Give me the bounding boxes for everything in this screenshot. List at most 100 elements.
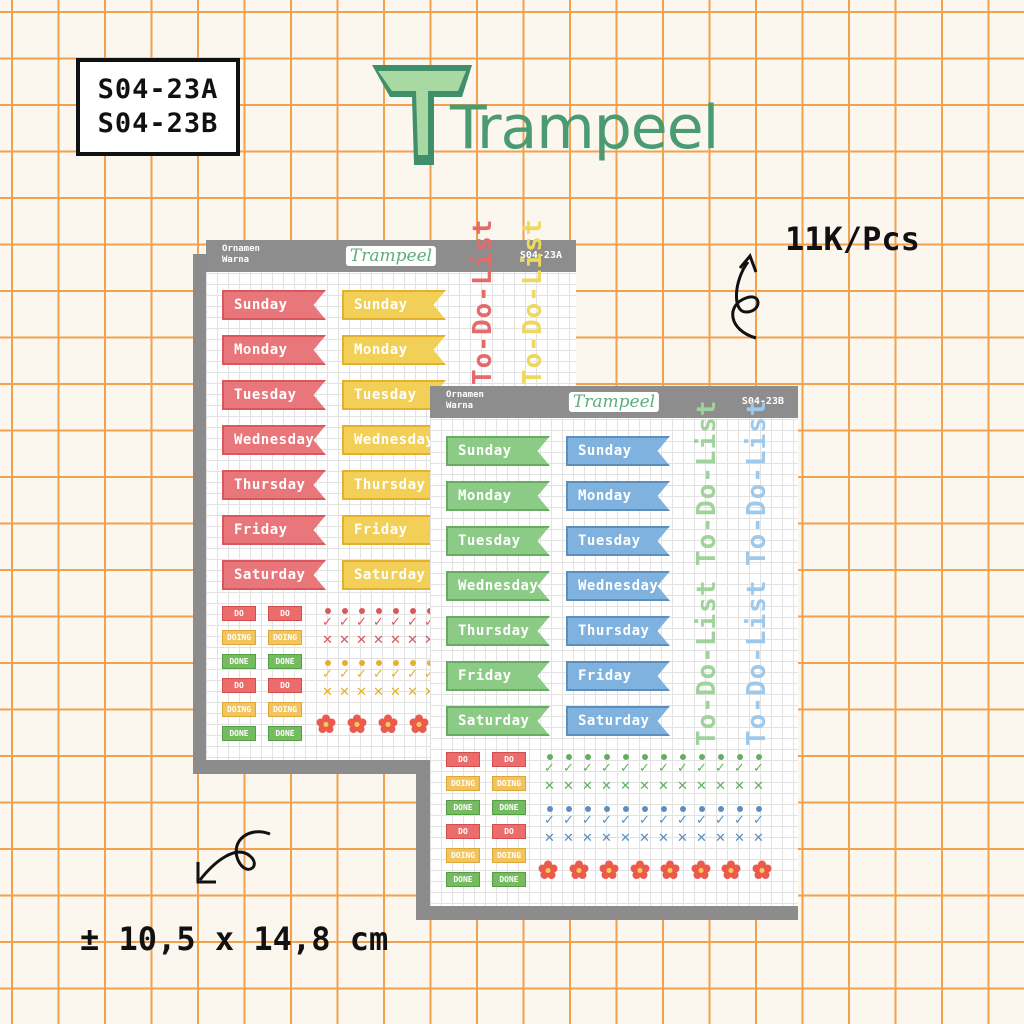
dot-sticker: [359, 660, 365, 666]
dot-sticker: [376, 660, 382, 666]
status-tag: DONE: [222, 654, 256, 669]
dot-sticker: [566, 754, 572, 760]
day-sticker: Friday: [342, 515, 446, 545]
sheet-header: Ornamen Warna Trampeel S04-23B: [430, 386, 798, 418]
check-mark-icon: ✓: [322, 667, 333, 682]
flower-icon: [599, 860, 619, 880]
x-mark-icon: ✕: [582, 831, 593, 846]
status-tag: DO: [446, 824, 480, 839]
check-mark-icon: ✓: [753, 761, 764, 776]
dot-sticker: [393, 608, 399, 614]
status-tag: DONE: [222, 726, 256, 741]
x-mark-icon: ✕: [696, 779, 707, 794]
x-mark-icon: ✕: [407, 685, 418, 700]
day-sticker: Thursday: [222, 470, 326, 500]
day-sticker: Monday: [222, 335, 326, 365]
x-mark-icon: ✕: [339, 685, 350, 700]
check-mark-icon: ✓: [582, 813, 593, 828]
dot-sticker: [410, 608, 416, 614]
check-mark-icon: ✓: [373, 615, 384, 630]
dot-sticker: [325, 608, 331, 614]
sheet-title: Ornamen Warna: [222, 244, 260, 265]
check-mark-icon: ✓: [639, 761, 650, 776]
check-mark-icon: ✓: [407, 667, 418, 682]
x-mark-icon: ✕: [620, 779, 631, 794]
flower-icon: [316, 714, 336, 734]
dot-sticker: [325, 660, 331, 666]
dot-sticker: [737, 806, 743, 812]
dot-sticker: [756, 754, 762, 760]
status-tag: DOING: [222, 702, 256, 717]
dot-sticker: [604, 806, 610, 812]
x-mark-icon: ✕: [339, 633, 350, 648]
status-tag: DONE: [446, 872, 480, 887]
day-sticker: Sunday: [342, 290, 446, 320]
day-sticker: Tuesday: [222, 380, 326, 410]
flower-icon: [569, 860, 589, 880]
todo-list-label: To-Do-List: [518, 218, 548, 385]
day-sticker: Tuesday: [446, 526, 550, 556]
dot-sticker: [342, 608, 348, 614]
status-tag: DO: [268, 678, 302, 693]
check-mark-icon: ✓: [390, 615, 401, 630]
dot-sticker: [680, 754, 686, 760]
check-mark-icon: ✓: [563, 761, 574, 776]
x-mark-icon: ✕: [658, 779, 669, 794]
dot-sticker: [699, 806, 705, 812]
check-mark-icon: ✓: [582, 761, 593, 776]
x-mark-icon: ✕: [620, 831, 631, 846]
sheet-code: S04-23B: [741, 396, 784, 407]
check-mark-icon: ✓: [715, 813, 726, 828]
dot-sticker: [680, 806, 686, 812]
dot-sticker: [737, 754, 743, 760]
check-mark-icon: ✓: [424, 616, 435, 629]
day-sticker: Friday: [566, 661, 670, 691]
dot-sticker: [661, 754, 667, 760]
check-mark-icon: ✓: [544, 761, 555, 776]
price-label: 11K/Pcs: [785, 220, 920, 258]
check-mark-icon: ✓: [373, 667, 384, 682]
x-mark-icon: ✕: [677, 831, 688, 846]
curly-arrow-icon: [731, 253, 760, 340]
day-sticker: Saturday: [446, 706, 550, 736]
dot-sticker: [393, 660, 399, 666]
check-mark-icon: ✓: [339, 615, 350, 630]
x-mark-icon: ✕: [390, 633, 401, 648]
x-mark-icon: ✕: [734, 779, 745, 794]
flower-icon: [378, 714, 398, 734]
day-sticker: Thursday: [566, 616, 670, 646]
x-mark-icon: ✕: [696, 831, 707, 846]
check-mark-icon: ✓: [734, 813, 745, 828]
day-sticker: Sunday: [446, 436, 550, 466]
day-sticker: Wednesday: [446, 571, 550, 601]
check-mark-icon: ✓: [322, 615, 333, 630]
check-mark-icon: ✓: [677, 761, 688, 776]
flower-icon: [538, 860, 558, 880]
todo-list-label: To-Do-List: [692, 399, 722, 566]
dot-sticker: [342, 660, 348, 666]
day-sticker: Tuesday: [342, 380, 446, 410]
status-tag: DOING: [492, 776, 526, 791]
x-mark-icon: ✕: [373, 685, 384, 700]
day-sticker: Friday: [446, 661, 550, 691]
day-sticker: Thursday: [342, 470, 446, 500]
x-mark-icon: ✕: [390, 685, 401, 700]
x-mark-icon: ✕: [715, 831, 726, 846]
status-tag: DO: [222, 606, 256, 621]
x-mark-icon: ✕: [734, 831, 745, 846]
check-mark-icon: ✓: [620, 761, 631, 776]
dot-sticker: [661, 806, 667, 812]
x-mark-icon: ✕: [753, 831, 764, 846]
x-mark-icon: ✕: [601, 831, 612, 846]
day-sticker: Wednesday: [222, 425, 326, 455]
check-mark-icon: ✓: [696, 813, 707, 828]
product-code-b: S04-23B: [97, 108, 219, 139]
x-mark-icon: ✕: [582, 779, 593, 794]
check-mark-icon: ✓: [734, 761, 745, 776]
x-mark-icon: ✕: [563, 831, 574, 846]
sheet-header: Ornamen Warna Trampeel S04-23A: [206, 240, 576, 272]
sheet-brand: Trampeel: [345, 246, 437, 266]
status-tag: DOING: [268, 702, 302, 717]
status-tag: DOING: [492, 848, 526, 863]
dot-sticker: [642, 754, 648, 760]
